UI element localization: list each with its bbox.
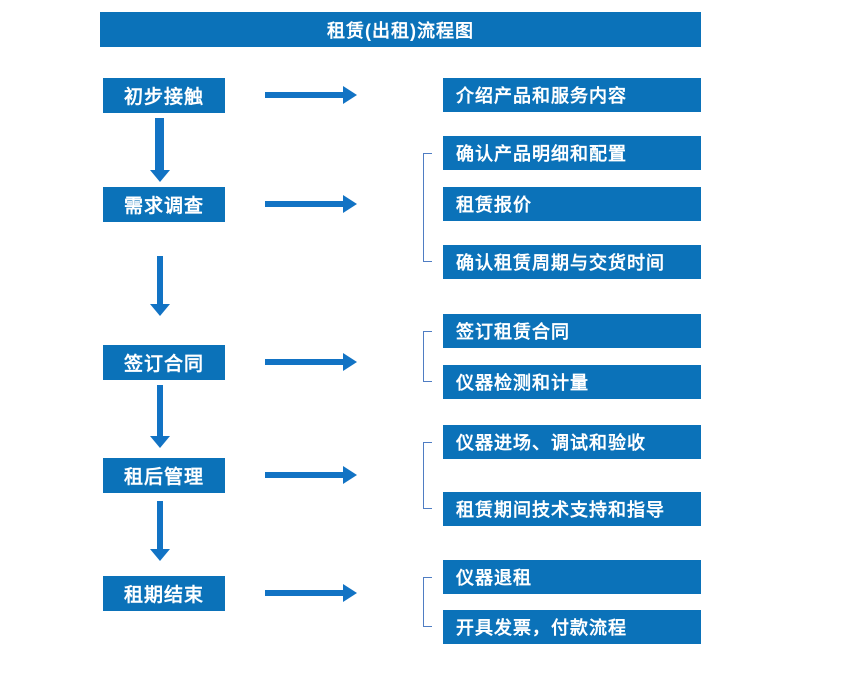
step-box-initial-contact: 初步接触 xyxy=(103,78,225,113)
detail-box-tech-support: 租赁期间技术支持和指导 xyxy=(443,492,701,526)
step-box-demand-survey: 需求调查 xyxy=(103,187,225,222)
detail-box-instrument-testing: 仪器检测和计量 xyxy=(443,365,701,399)
group-bracket-rental-end xyxy=(423,577,432,627)
detail-box-rental-quote: 租赁报价 xyxy=(443,187,701,221)
detail-box-invoice-payment: 开具发票，付款流程 xyxy=(443,610,701,644)
group-bracket-sign-contract xyxy=(423,331,432,382)
right-arrow-3 xyxy=(265,353,357,371)
detail-box-confirm-rental-period: 确认租赁周期与交货时间 xyxy=(443,245,701,279)
right-arrow-4 xyxy=(265,466,357,484)
detail-box-instrument-return: 仪器退租 xyxy=(443,560,701,594)
down-arrow-4 xyxy=(150,501,170,561)
group-bracket-post-rental xyxy=(423,442,432,509)
detail-box-confirm-product-details: 确认产品明细和配置 xyxy=(443,136,701,170)
detail-box-instrument-setup-acceptance: 仪器进场、调试和验收 xyxy=(443,425,701,459)
right-arrow-2 xyxy=(265,195,357,213)
flowchart-title: 租赁(出租)流程图 xyxy=(100,12,701,47)
detail-box-sign-rental-contract: 签订租赁合同 xyxy=(443,314,701,348)
step-box-rental-end: 租期结束 xyxy=(103,576,225,611)
step-box-sign-contract: 签订合同 xyxy=(103,345,225,380)
right-arrow-1 xyxy=(265,86,357,104)
down-arrow-3 xyxy=(150,385,170,448)
step-box-post-rental-management: 租后管理 xyxy=(103,458,225,493)
down-arrow-2 xyxy=(150,256,170,316)
down-arrow-1 xyxy=(150,118,170,182)
group-bracket-demand-survey xyxy=(423,153,432,262)
detail-box-intro-products-services: 介绍产品和服务内容 xyxy=(443,78,701,112)
right-arrow-5 xyxy=(265,584,357,602)
